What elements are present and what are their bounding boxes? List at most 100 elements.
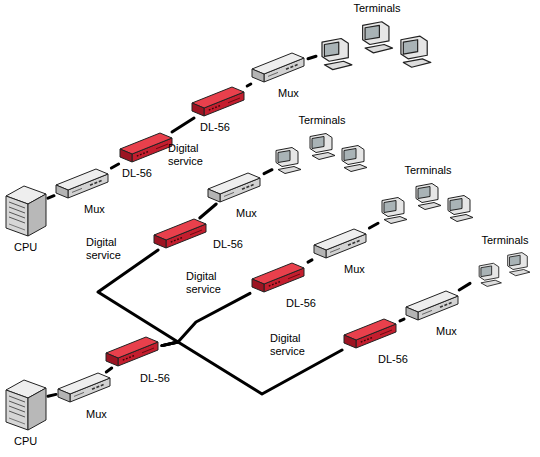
monitor-body xyxy=(342,146,364,165)
panel-line xyxy=(142,348,154,353)
terminal-group-icon xyxy=(378,179,478,226)
port-slot xyxy=(286,68,289,69)
mux-unit-top xyxy=(58,373,110,394)
group-label: Terminals xyxy=(378,164,478,177)
indicator-light xyxy=(177,238,179,240)
dl-illustration xyxy=(152,218,210,250)
monitor-screen xyxy=(403,40,417,54)
indicator-light xyxy=(143,152,145,154)
dl56-unit-end xyxy=(154,235,166,248)
terminal-group-icon xyxy=(272,129,372,176)
cable-line xyxy=(200,204,216,218)
group-label: Terminals xyxy=(316,2,438,15)
device-label: DL-56 xyxy=(200,121,230,134)
indicator-light xyxy=(364,339,366,341)
digital-service-line xyxy=(162,342,342,394)
dl56-unit-end xyxy=(106,353,118,366)
cable-line xyxy=(459,283,470,290)
indicator-light xyxy=(132,355,134,357)
link-label: Digital service xyxy=(186,270,230,296)
indicator-light xyxy=(361,341,363,343)
cable-line xyxy=(308,260,312,262)
panel-line xyxy=(74,392,84,396)
monitor-body xyxy=(363,22,389,45)
dl56-unit-top xyxy=(344,319,396,340)
keyboard xyxy=(418,203,441,210)
mux-unit: Mux xyxy=(250,52,308,84)
dl56-unit-end xyxy=(192,103,204,116)
monitor-screen xyxy=(324,42,338,56)
port-slot xyxy=(90,184,93,185)
keyboard xyxy=(312,153,335,160)
panel-line xyxy=(268,72,278,76)
indicator-light xyxy=(212,107,214,109)
digital-service-line xyxy=(162,293,250,345)
monitor-body xyxy=(401,36,427,59)
cable-line xyxy=(369,223,378,228)
dl56-unit-end xyxy=(252,279,264,292)
device-label: CPU xyxy=(14,435,37,448)
monitor-screen xyxy=(278,151,290,163)
drive-bay xyxy=(9,411,25,417)
port-slot xyxy=(101,385,104,386)
cable-line xyxy=(264,170,272,174)
keyboard xyxy=(481,280,502,286)
mux-unit-top xyxy=(252,53,304,74)
mux-illustration xyxy=(404,290,462,322)
port-slot xyxy=(440,306,443,307)
indicator-light xyxy=(272,283,274,285)
port-slot xyxy=(251,185,254,186)
dl-illustration xyxy=(250,262,308,294)
device-label: Mux xyxy=(84,203,105,216)
mux-unit: Mux xyxy=(404,290,462,322)
group-label: Terminals xyxy=(470,234,540,247)
port-slot xyxy=(246,186,249,187)
dl56-unit-top xyxy=(120,133,172,154)
dl56-unit: DL-56 xyxy=(118,132,176,164)
mux-unit-end xyxy=(252,69,264,82)
drive-bay xyxy=(9,396,25,402)
link-label: Digital service xyxy=(270,332,314,358)
port-slot xyxy=(290,66,293,67)
cable-line xyxy=(48,196,54,198)
dl-illustration xyxy=(190,86,248,118)
mux-unit-end xyxy=(58,389,70,402)
keyboard xyxy=(403,59,431,67)
mux-unit-top xyxy=(208,173,260,194)
drive-bay xyxy=(9,212,25,218)
dl56-unit-top xyxy=(192,87,244,108)
panel-line xyxy=(422,310,432,314)
dl56-unit-end xyxy=(344,335,356,348)
indicator-light xyxy=(126,357,128,359)
port-slot xyxy=(357,241,360,242)
panel-line xyxy=(72,188,82,192)
monitor-screen xyxy=(344,149,356,161)
port-slot xyxy=(94,182,97,183)
dl56-unit: DL-56 xyxy=(104,336,162,368)
device-label: CPU xyxy=(14,241,37,254)
cpu-side xyxy=(28,194,46,236)
digital-service-line xyxy=(98,250,178,346)
cpu-illustration xyxy=(4,370,48,432)
panel-line xyxy=(224,192,234,196)
terminal-group: Terminals xyxy=(378,164,478,226)
mux-illustration xyxy=(54,168,112,200)
monitor-screen xyxy=(509,255,520,266)
monitor-screen xyxy=(365,25,379,39)
device-label: DL-56 xyxy=(286,297,316,310)
indicator-light xyxy=(129,356,131,358)
cpu-tower: CPU xyxy=(4,370,48,432)
drive-bay xyxy=(9,406,25,412)
indicator-light xyxy=(171,241,173,243)
mux-illustration xyxy=(56,372,114,404)
panel-line xyxy=(380,330,392,335)
monitor-body xyxy=(276,148,298,167)
indicator-light xyxy=(215,106,217,108)
indicator-light xyxy=(278,281,280,283)
monitor-screen xyxy=(481,266,492,277)
device-label: Mux xyxy=(436,325,457,338)
dl-illustration xyxy=(342,318,400,350)
dl56-unit-top xyxy=(154,219,206,240)
monitor-body xyxy=(322,39,348,62)
